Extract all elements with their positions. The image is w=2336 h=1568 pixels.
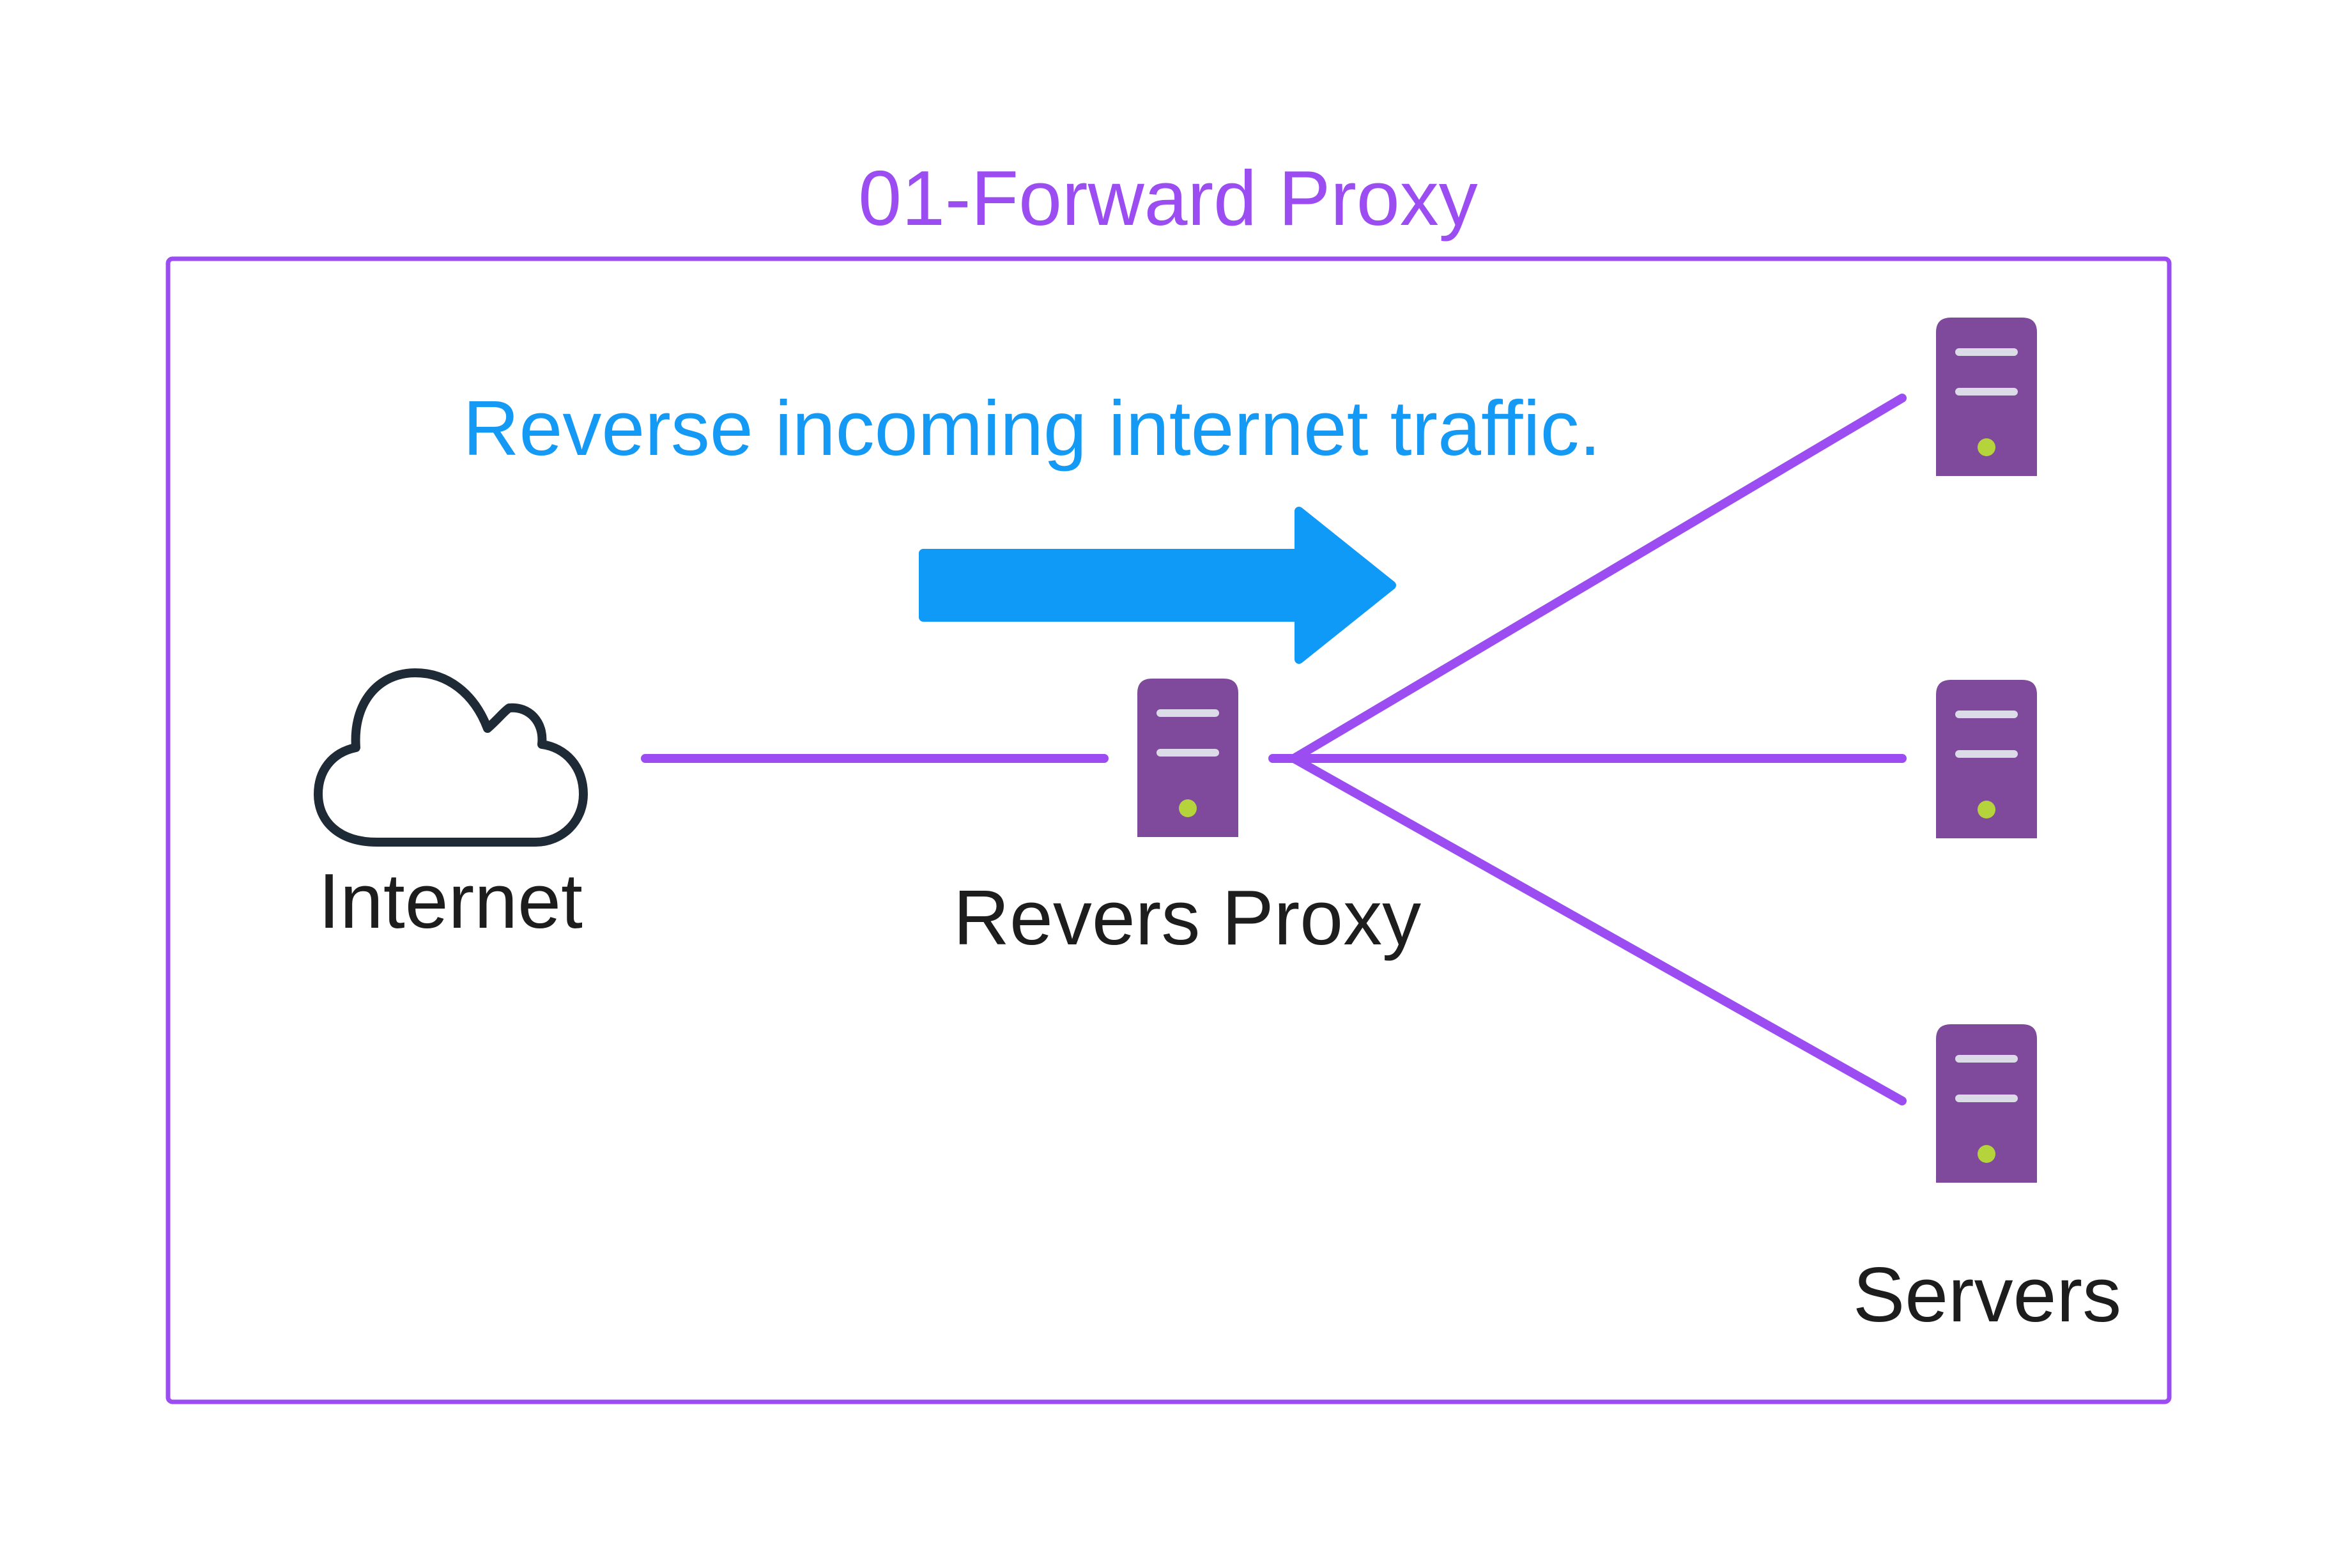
internet-label: Internet xyxy=(318,857,583,944)
flow-arrow-icon xyxy=(919,507,1396,664)
server-icon xyxy=(1936,680,2037,838)
server-middle xyxy=(1936,680,2037,838)
server-bottom xyxy=(1936,1024,2037,1183)
server-icon xyxy=(1137,679,1238,837)
server-top xyxy=(1936,318,2037,476)
diagram-frame xyxy=(165,256,2172,1404)
connector-proxy-server-top xyxy=(1289,394,1907,763)
servers-label: Servers xyxy=(1853,1251,2121,1338)
server-icon xyxy=(1936,318,2037,476)
cloud-icon xyxy=(314,668,588,847)
connector-proxy-server-bottom xyxy=(1289,754,1907,1105)
server-icon xyxy=(1936,1024,2037,1183)
proxy-label: Revers Proxy xyxy=(953,874,1421,961)
proxy-node: Revers Proxy xyxy=(953,679,1421,961)
internet-node: Internet xyxy=(314,668,588,944)
diagram-title: 01-Forward Proxy xyxy=(858,155,1478,242)
diagram-caption: Reverse incoming internet traffic. xyxy=(463,385,1601,472)
